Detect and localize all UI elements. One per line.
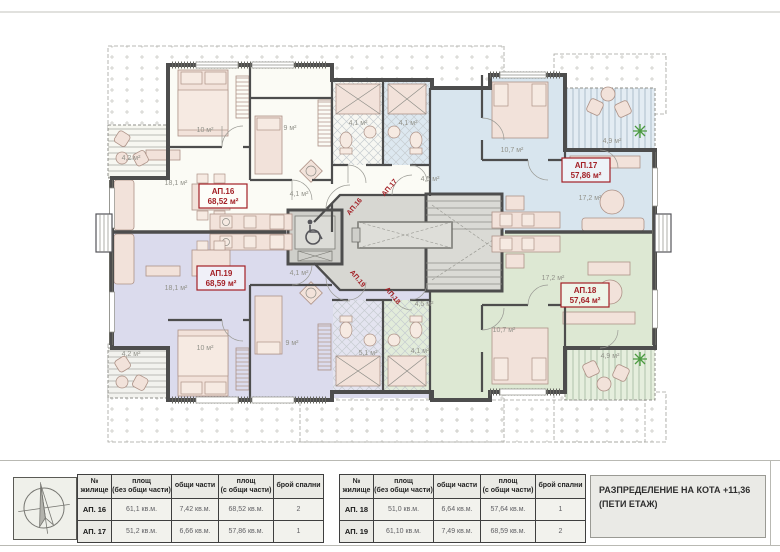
- col-header: площ (без общи части): [111, 474, 172, 499]
- area-cell: 51,2 кв.м.: [111, 520, 172, 543]
- room-label: 17,2 м²: [579, 195, 602, 202]
- bath-fixtures: [299, 83, 427, 387]
- col-header: брой спални: [535, 474, 586, 499]
- common-parts-cell: 7,42 кв.м.: [171, 498, 219, 521]
- room-label: 4,2 м²: [122, 351, 141, 358]
- wheelchair-icon: [305, 219, 323, 245]
- terrace-furniture: [113, 86, 632, 392]
- apartment-id-cell: АП. 18: [339, 498, 374, 521]
- bedrooms-cell: 2: [273, 498, 324, 521]
- apartment-id-cell: АП. 17: [77, 520, 112, 543]
- col-header: общи части: [171, 474, 219, 499]
- col-header: площ (с общи части): [218, 474, 274, 499]
- area-table-right: № жилище площ (без общи части) общи част…: [339, 474, 586, 543]
- room-label: 17,2 м²: [542, 275, 565, 282]
- area-cell: 61,10 кв.м.: [373, 520, 434, 543]
- total-area-cell: 57,86 кв.м.: [218, 520, 274, 543]
- room-label: 4,1 м²: [290, 270, 309, 277]
- apartment-id-cell: АП. 19: [339, 520, 374, 543]
- band-separator-bottom: [0, 545, 780, 546]
- drawing-title-line2: (ПЕТИ ЕТАЖ): [599, 499, 658, 510]
- badge-ap19: АП.19 68,59 м²: [196, 265, 246, 291]
- apartment-badges: АП.16 68,52 м² АП.17 57,86 м² АП.18 57,6…: [196, 157, 611, 308]
- apartment-number: АП.18: [574, 286, 597, 295]
- col-header: брой спални: [273, 474, 324, 499]
- compass-icon: [18, 482, 70, 534]
- elevator: [286, 208, 344, 266]
- plant-icon: [633, 124, 647, 366]
- room-label: 5,1 м²: [359, 350, 378, 357]
- room-label: 4,9 м²: [603, 138, 622, 145]
- bedrooms-cell: 1: [535, 498, 586, 521]
- doors: [221, 117, 619, 349]
- apartment-area: 57,86 м²: [571, 171, 602, 180]
- band-separator-top: [0, 460, 780, 461]
- col-header: площ (с общи части): [480, 474, 536, 499]
- badge-ap16: АП.16 68,52 м²: [198, 183, 248, 209]
- badge-ap17: АП.17 57,86 м²: [561, 157, 611, 183]
- apartment-area: 68,59 м²: [206, 279, 237, 288]
- room-label: 4,1 м²: [411, 348, 430, 355]
- bay-window-right: [654, 213, 672, 253]
- windows: [95, 61, 672, 404]
- area-cell: 51,0 кв.м.: [373, 498, 434, 521]
- common-parts-cell: 7,49 кв.м.: [433, 520, 481, 543]
- room-label: 4,5 м²: [421, 176, 440, 183]
- table-header-row: № жилище площ (без общи части) общи част…: [339, 474, 586, 499]
- apartment-number: АП.19: [210, 269, 233, 278]
- room-label: 4,1 м²: [349, 120, 368, 127]
- compass-box: [13, 477, 77, 540]
- apartment-number: АП.17: [575, 161, 598, 170]
- col-header: № жилище: [77, 474, 112, 499]
- room-area-labels: 4,2 м² 10 м² 18,1 м² 9 м² 4,1 м² 4,1 м² …: [122, 120, 622, 360]
- room-label: 9 м²: [284, 125, 298, 132]
- room-label: 10 м²: [197, 345, 215, 352]
- apartment-area: 68,52 м²: [208, 197, 239, 206]
- col-header: площ (без общи части): [373, 474, 434, 499]
- terrace-ap17: [564, 87, 656, 151]
- table-row: АП. 19 61,10 кв.м. 7,49 кв.м. 68,59 кв.м…: [339, 520, 586, 543]
- table-header-row: № жилище площ (без общи части) общи част…: [77, 474, 324, 499]
- walls: [110, 63, 657, 402]
- col-header: № жилище: [339, 474, 374, 499]
- apartment-area: 57,64 м²: [570, 296, 601, 305]
- terrace-ap19: [107, 347, 169, 399]
- apartment-id-cell: АП. 16: [77, 498, 112, 521]
- common-parts-cell: 6,64 кв.м.: [433, 498, 481, 521]
- table-row: АП. 16 61,1 кв.м. 7,42 кв.м. 68,52 кв.м.…: [77, 498, 324, 521]
- area-cell: 61,1 кв.м.: [111, 498, 172, 521]
- table-row: АП. 17 51,2 кв.м. 6,66 кв.м. 57,86 кв.м.…: [77, 520, 324, 543]
- total-area-cell: 68,59 кв.м.: [480, 520, 536, 543]
- badge-ap18: АП.18 57,64 м²: [560, 282, 610, 308]
- band-right-line: [770, 460, 771, 545]
- area-table-left: № жилище площ (без общи части) общи част…: [77, 474, 324, 543]
- bedrooms-cell: 2: [535, 520, 586, 543]
- room-label: 9 м²: [286, 340, 300, 347]
- room-label: 4,9 м²: [601, 353, 620, 360]
- room-label: 4,1 м²: [399, 120, 418, 127]
- drawing-title-line1: РАЗПРЕДЕЛЕНИЕ НА КОТА +11,36: [599, 485, 751, 495]
- total-area-cell: 68,52 кв.м.: [218, 498, 274, 521]
- total-area-cell: 57,64 кв.м.: [480, 498, 536, 521]
- room-label: 18,1 м²: [165, 180, 188, 187]
- apartment-number: АП.16: [212, 187, 235, 196]
- col-header: общи части: [433, 474, 481, 499]
- bay-window-left: [95, 213, 113, 253]
- bedrooms-cell: 1: [273, 520, 324, 543]
- floor-plan: 4,2 м² 10 м² 18,1 м² 9 м² 4,1 м² 4,1 м² …: [0, 11, 780, 443]
- table-row: АП. 18 51,0 кв.м. 6,64 кв.м. 57,64 кв.м.…: [339, 498, 586, 521]
- room-label: 4,2 м²: [122, 155, 141, 162]
- room-label: 18,1 м²: [165, 285, 188, 292]
- room-label: 10,7 м²: [501, 147, 524, 154]
- room-label: 4,1 м²: [290, 191, 309, 198]
- room-label: 4,5 м²: [415, 301, 434, 308]
- stairwell: [351, 192, 504, 293]
- common-parts-cell: 6,66 кв.м.: [171, 520, 219, 543]
- room-label: 10,7 м²: [493, 327, 516, 334]
- title-block: РАЗПРЕДЕЛЕНИЕ НА КОТА +11,36 (ПЕТИ ЕТАЖ): [590, 475, 766, 538]
- room-label: 10 м²: [197, 127, 215, 134]
